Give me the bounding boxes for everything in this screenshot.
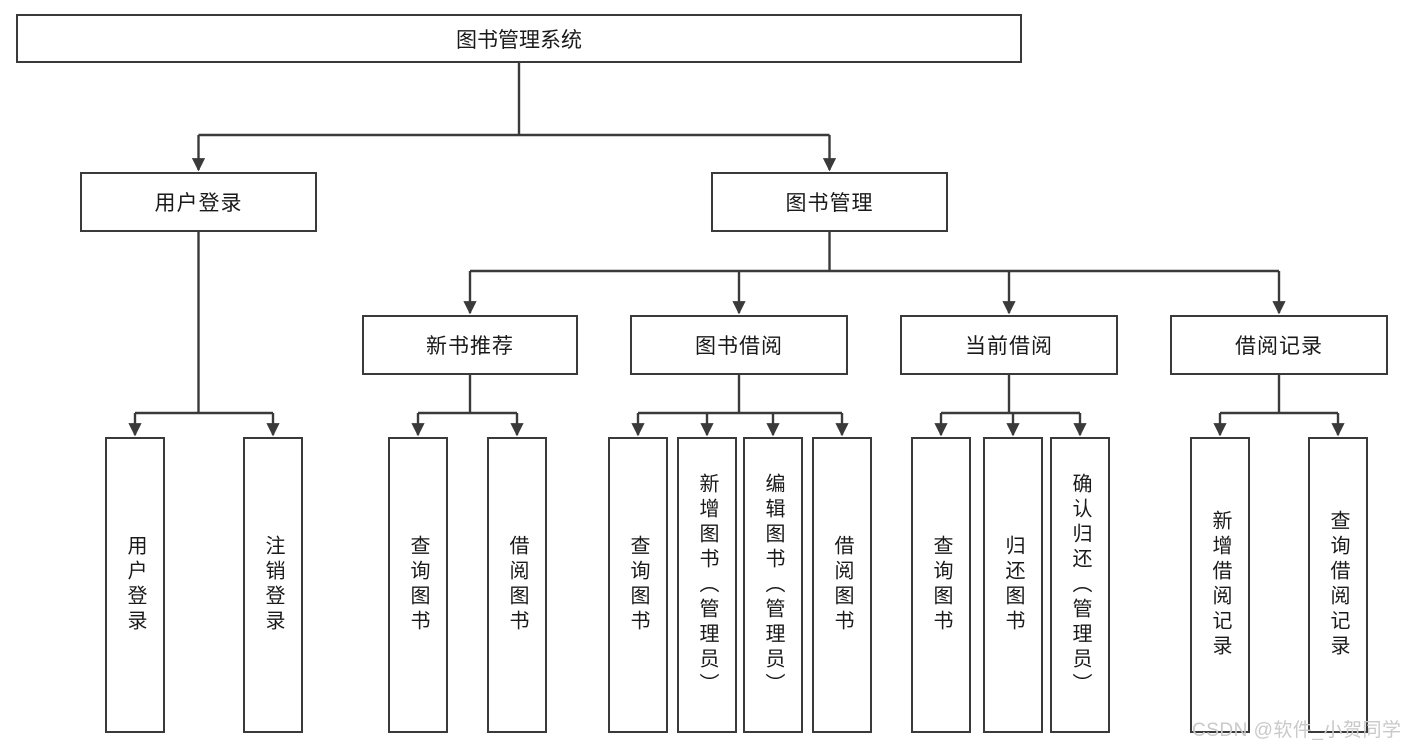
node-level4-9[interactable]: 查询图书 — [911, 437, 971, 733]
node-level3-1-label: 新书推荐 — [426, 335, 514, 358]
node-level3-1[interactable]: 新书推荐 — [362, 315, 578, 375]
node-level4-5[interactable]: 查询图书 — [608, 437, 668, 733]
node-level3-4-label: 借阅记录 — [1235, 335, 1323, 358]
node-level4-1-label: 用户登录 — [124, 535, 146, 635]
node-level4-4-label: 借阅图书 — [506, 535, 528, 635]
node-level4-12[interactable]: 新增借阅记录 — [1190, 437, 1250, 733]
node-level4-6-label: 新增图书（管理员） — [696, 472, 718, 698]
node-level4-11[interactable]: 确认归还（管理员） — [1050, 437, 1110, 733]
node-level4-6[interactable]: 新增图书（管理员） — [677, 437, 737, 733]
node-level4-3[interactable]: 查询图书 — [388, 437, 448, 733]
node-level4-10-label: 归还图书 — [1002, 535, 1024, 635]
node-root-label: 图书管理系统 — [456, 28, 582, 52]
node-level4-13[interactable]: 查询借阅记录 — [1308, 437, 1368, 733]
node-level2-1-label: 用户登录 — [154, 192, 243, 215]
node-level4-9-label: 查询图书 — [930, 535, 952, 635]
watermark: CSDN @软件_小贺同学 — [1192, 720, 1402, 741]
node-level3-4[interactable]: 借阅记录 — [1170, 315, 1388, 375]
node-level3-3[interactable]: 当前借阅 — [900, 315, 1118, 375]
node-level2-1[interactable]: 用户登录 — [80, 172, 317, 232]
node-level4-2-label: 注销登录 — [262, 535, 284, 635]
node-level4-11-label: 确认归还（管理员） — [1069, 472, 1091, 698]
node-level4-1[interactable]: 用户登录 — [105, 437, 165, 733]
node-level2-2[interactable]: 图书管理 — [711, 172, 948, 232]
node-level3-2[interactable]: 图书借阅 — [630, 315, 848, 375]
node-level3-2-label: 图书借阅 — [695, 335, 783, 358]
node-level4-7-label: 编辑图书（管理员） — [762, 472, 784, 698]
node-level4-4[interactable]: 借阅图书 — [487, 437, 547, 733]
node-level4-5-label: 查询图书 — [627, 535, 649, 635]
node-level4-8[interactable]: 借阅图书 — [812, 437, 872, 733]
node-level4-2[interactable]: 注销登录 — [243, 437, 303, 733]
node-level4-10[interactable]: 归还图书 — [983, 437, 1043, 733]
node-level4-8-label: 借阅图书 — [831, 535, 853, 635]
node-level2-2-label: 图书管理 — [785, 192, 874, 215]
node-level4-7[interactable]: 编辑图书（管理员） — [743, 437, 803, 733]
node-root[interactable]: 图书管理系统 — [16, 14, 1022, 63]
node-level4-13-label: 查询借阅记录 — [1327, 510, 1349, 660]
node-level4-3-label: 查询图书 — [407, 535, 429, 635]
node-level4-12-label: 新增借阅记录 — [1209, 510, 1231, 660]
node-level3-3-label: 当前借阅 — [965, 335, 1053, 358]
